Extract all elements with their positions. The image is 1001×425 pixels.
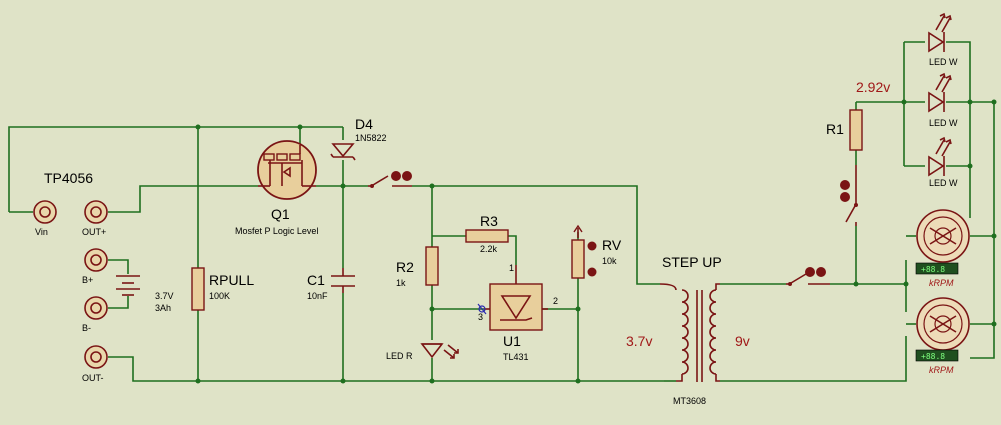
terminal-b-plus[interactable]	[84, 248, 108, 272]
motor-1-display: +88.8	[921, 265, 945, 274]
step-up-label: STEP UP	[662, 254, 722, 270]
terminal-out-plus[interactable]	[84, 200, 108, 224]
terminal-vin[interactable]	[33, 200, 57, 224]
motor-2-unit: kRPM	[929, 365, 954, 375]
q1-desc: Mosfet P Logic Level	[235, 226, 318, 236]
d4-part: 1N5822	[355, 133, 387, 143]
d4-name: D4	[355, 116, 373, 132]
probe-3-7v: 3.7v	[626, 333, 652, 349]
junction-dots	[195, 99, 997, 384]
led-r-label: LED R	[386, 351, 413, 361]
resistor-r3[interactable]	[465, 229, 509, 243]
u1-pin1: 1	[509, 263, 514, 273]
q1-name: Q1	[271, 206, 290, 222]
led-w-1[interactable]	[928, 12, 952, 53]
vin-label: Vin	[35, 227, 48, 237]
motor-1[interactable]	[915, 209, 970, 275]
tp4056-module: TP4056 Vin OUT+ B+ B- OUT-	[33, 170, 108, 383]
u1-name: U1	[503, 333, 521, 349]
u1-part: TL431	[503, 352, 529, 362]
battery[interactable]: 3.7V 3Ah	[116, 275, 174, 313]
step-up-part: MT3608	[673, 396, 706, 406]
motor-2[interactable]	[915, 297, 970, 362]
switch-3[interactable]	[840, 165, 858, 226]
rpull-value: 100K	[209, 291, 230, 301]
r2-value: 1k	[396, 278, 406, 288]
c1-value: 10nF	[307, 291, 328, 301]
probe-marker-icon	[477, 303, 487, 315]
terminal-b-minus[interactable]	[84, 296, 108, 320]
mosfet-q1[interactable]	[257, 140, 317, 200]
u1-pin2: 2	[553, 296, 558, 306]
switch-2[interactable]	[786, 267, 830, 286]
led-w-3[interactable]	[928, 136, 952, 177]
b-plus-label: B+	[82, 275, 93, 285]
rv-value: 10k	[602, 256, 617, 266]
capacitor-c1[interactable]	[331, 268, 355, 293]
step-up-transformer[interactable]	[659, 283, 720, 382]
rv-name: RV	[602, 237, 622, 253]
out-plus-label: OUT+	[82, 227, 106, 237]
out-minus-label: OUT-	[82, 373, 104, 383]
rpull-name: RPULL	[209, 272, 254, 288]
wires	[8, 41, 995, 382]
probe-9v: 9v	[735, 333, 750, 349]
u1-pin3: 3	[478, 312, 483, 322]
r3-value: 2.2k	[480, 244, 498, 254]
terminal-out-minus[interactable]	[84, 345, 108, 369]
potentiometer-rv[interactable]	[571, 224, 597, 279]
led-w-3-label: LED W	[929, 178, 958, 188]
battery-voltage: 3.7V	[155, 291, 174, 301]
battery-capacity: 3Ah	[155, 303, 171, 313]
resistor-rpull[interactable]	[191, 267, 205, 311]
probe-2-92v: 2.92v	[856, 79, 890, 95]
diode-d4[interactable]	[330, 143, 356, 161]
led-w-1-label: LED W	[929, 57, 958, 67]
tp4056-label: TP4056	[44, 170, 93, 186]
resistor-r1[interactable]	[849, 109, 863, 151]
b-minus-label: B-	[82, 323, 91, 333]
resistor-r2[interactable]	[425, 246, 439, 286]
regulator-u1[interactable]	[484, 265, 548, 331]
c1-name: C1	[307, 272, 325, 288]
switch-1[interactable]	[368, 171, 412, 188]
led-w-2[interactable]	[928, 72, 952, 113]
motor-1-unit: kRPM	[929, 278, 954, 288]
r2-name: R2	[396, 259, 414, 275]
r3-name: R3	[480, 213, 498, 229]
motor-2-display: +88.8	[921, 352, 945, 361]
led-w-2-label: LED W	[929, 118, 958, 128]
led-r[interactable]	[420, 343, 459, 359]
r1-name: R1	[826, 121, 844, 137]
